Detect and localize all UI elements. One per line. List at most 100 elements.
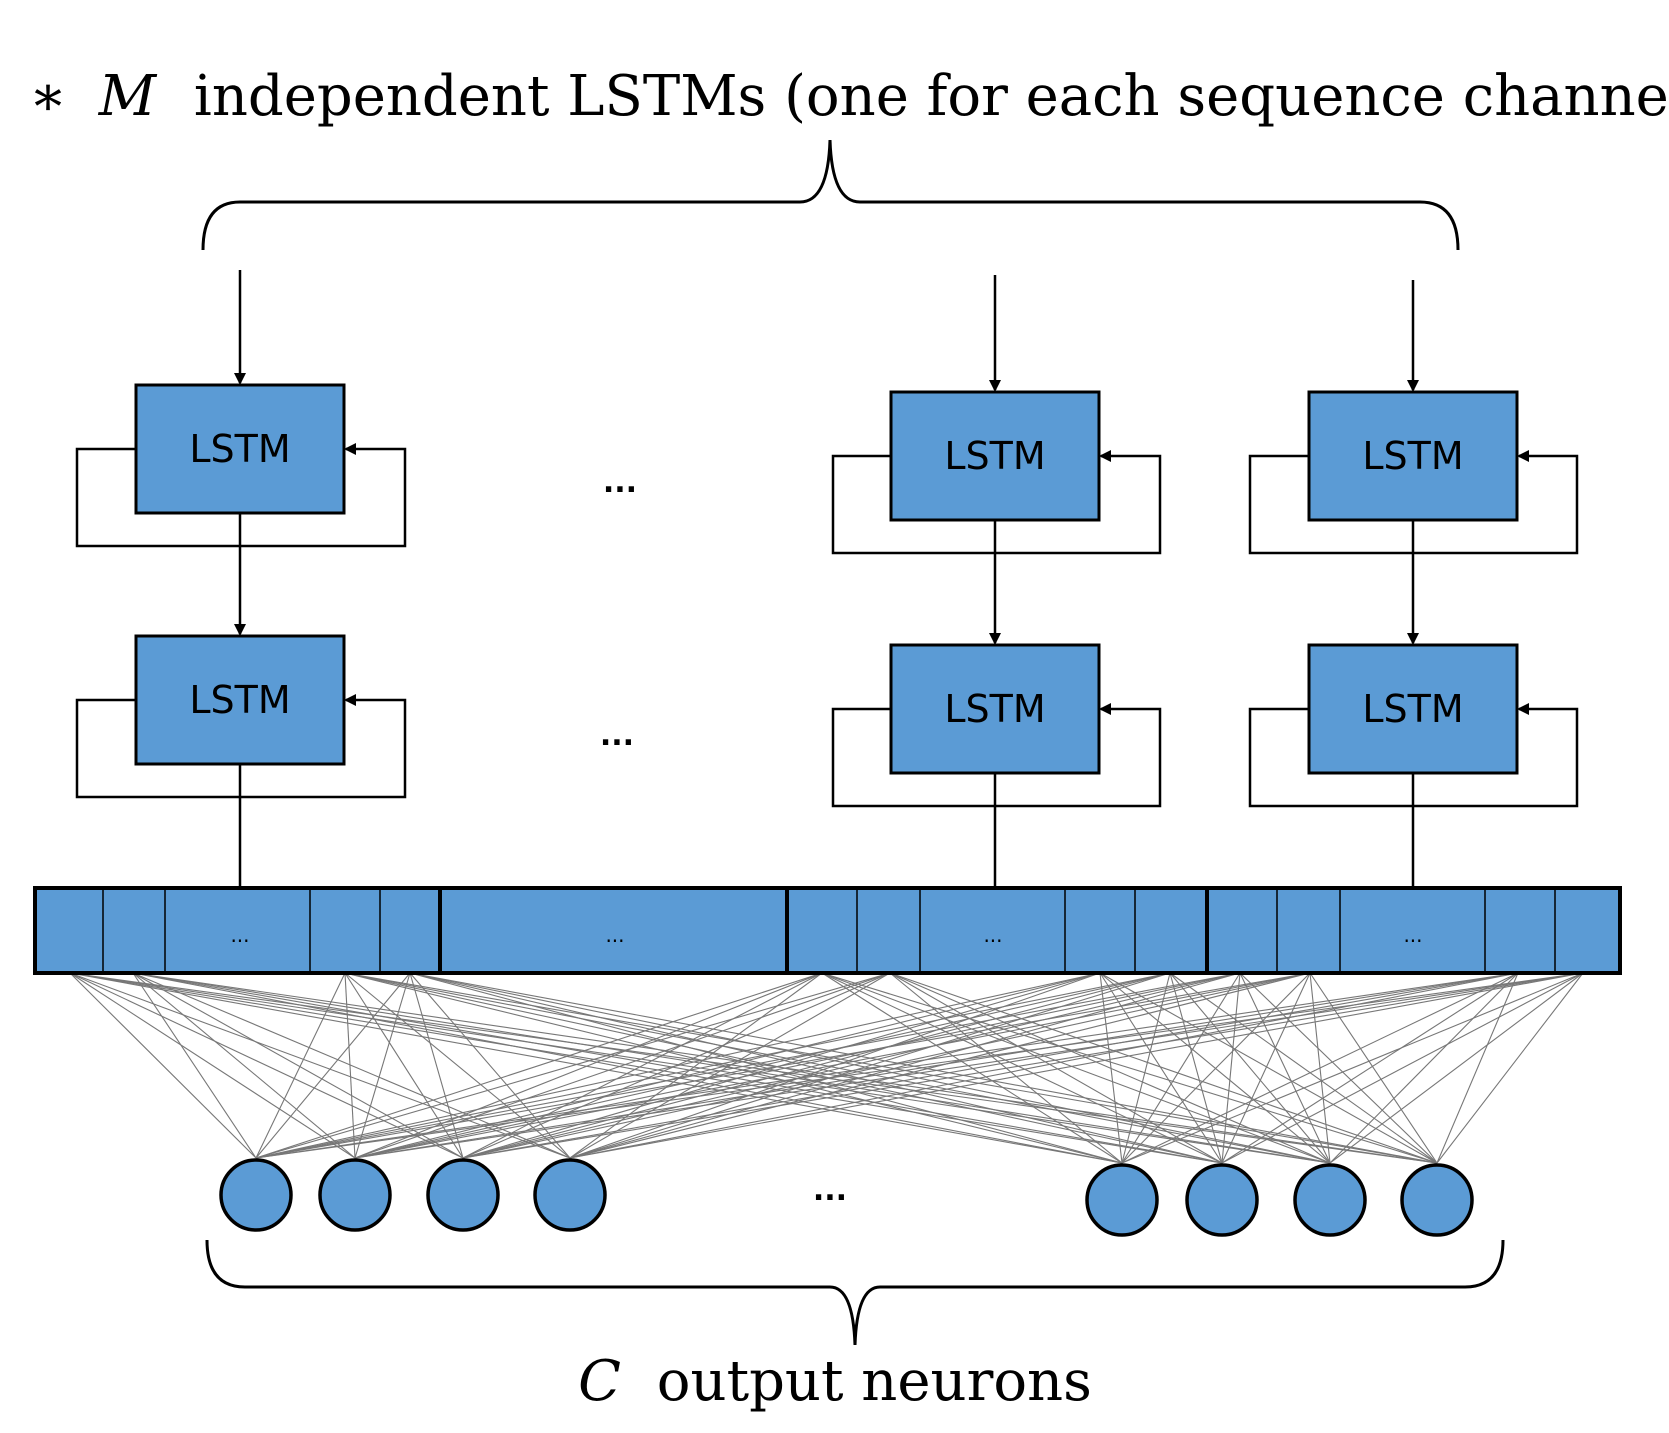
- bottom-brace: [205, 1239, 1505, 1346]
- connection-line: [1221, 972, 1241, 1164]
- connection-line: [1121, 972, 1171, 1164]
- connection-line: [1099, 972, 1223, 1164]
- lstm-box: LSTM: [134, 634, 346, 766]
- connection-line: [132, 972, 257, 1159]
- lstm-column-1: LSTM LSTM: [75, 270, 407, 888]
- connection-line: [354, 972, 1519, 1159]
- lstm-rect: [889, 390, 1101, 522]
- footer-variable: C: [578, 1349, 621, 1414]
- feature-bar-outline: [33, 886, 1622, 975]
- connection-line: [462, 972, 1584, 1159]
- output-neuron: [318, 1158, 392, 1232]
- connection-line: [255, 972, 1241, 1159]
- connection-line: [69, 972, 257, 1159]
- output-neurons: [219, 1158, 1474, 1237]
- connection-line: [569, 972, 823, 1159]
- connection-line: [889, 972, 1223, 1164]
- connection-line: [462, 972, 1519, 1159]
- connection-line: [1239, 972, 1438, 1164]
- connection-line: [344, 972, 571, 1159]
- top-brace: [201, 139, 1460, 251]
- cell-ellipsis: ...: [605, 923, 624, 947]
- connection-line: [354, 972, 891, 1159]
- connection-line: [462, 972, 1171, 1159]
- connection-line: [255, 972, 346, 1159]
- connection-line: [409, 972, 1223, 1164]
- cell-ellipsis: ...: [230, 923, 249, 947]
- lstm-label: LSTM: [189, 427, 290, 471]
- connection-line: [255, 972, 1519, 1159]
- dense-connections: [69, 972, 1584, 1164]
- connection-line: [1329, 972, 1519, 1164]
- lstm-box: LSTM: [134, 383, 346, 515]
- neurons-ellipsis: ...: [813, 1173, 847, 1208]
- footer-label: C output neurons: [578, 1349, 1092, 1414]
- connection-line: [354, 972, 1241, 1159]
- connection-line: [569, 972, 1241, 1159]
- lstm-box: LSTM: [1307, 643, 1519, 775]
- connection-line: [255, 972, 1101, 1159]
- connection-line: [132, 972, 1223, 1164]
- connection-line: [1121, 972, 1311, 1164]
- output-neuron: [533, 1158, 607, 1232]
- title-operator: ∗: [29, 64, 67, 129]
- connection-line: [821, 972, 1123, 1164]
- connection-line: [132, 972, 571, 1159]
- title-variable: M: [98, 64, 158, 129]
- output-neuron: [1185, 1163, 1259, 1237]
- recurrent-loop-arrow: [831, 450, 1162, 555]
- connection-line: [1329, 972, 1584, 1164]
- connection-line: [354, 972, 1584, 1159]
- connection-line: [1121, 972, 1241, 1164]
- lstm-box: LSTM: [889, 390, 1101, 522]
- connection-line: [1099, 972, 1123, 1164]
- connection-line: [569, 972, 1171, 1159]
- connection-line: [1436, 972, 1519, 1164]
- connection-line: [821, 972, 1438, 1164]
- connection-line: [1169, 972, 1438, 1164]
- lstm-label: LSTM: [189, 678, 290, 722]
- connection-line: [462, 972, 1241, 1159]
- lstm-rect: [134, 634, 346, 766]
- connection-line: [569, 972, 891, 1159]
- connection-line: [462, 972, 823, 1159]
- connection-line: [1436, 972, 1584, 1164]
- connection-line: [255, 972, 891, 1159]
- lstm-row2-ellipsis: ...: [600, 718, 634, 753]
- connection-line: [409, 972, 464, 1159]
- lstm-rect: [1307, 643, 1519, 775]
- connection-line: [1099, 972, 1438, 1164]
- connection-line: [354, 972, 1311, 1159]
- connection-line: [354, 972, 1171, 1159]
- connection-line: [132, 972, 356, 1159]
- connection-line: [1221, 972, 1584, 1164]
- connection-line: [821, 972, 1223, 1164]
- connection-line: [1169, 972, 1223, 1164]
- connection-line: [255, 972, 411, 1159]
- title-text: independent LSTMs (one for each sequence…: [194, 64, 1669, 129]
- lstm-rect: [889, 643, 1101, 775]
- connection-line: [1121, 972, 1519, 1164]
- output-neuron: [219, 1158, 293, 1232]
- output-neuron: [1400, 1163, 1474, 1237]
- connection-line: [1309, 972, 1438, 1164]
- connection-line: [255, 972, 1171, 1159]
- connection-line: [1239, 972, 1331, 1164]
- connection-line: [889, 972, 1438, 1164]
- output-neuron: [1085, 1163, 1159, 1237]
- lstm-column-2: LSTM LSTM: [831, 275, 1162, 888]
- lstm-label: LSTM: [944, 434, 1045, 478]
- connection-line: [409, 972, 571, 1159]
- connection-line: [344, 972, 356, 1159]
- connection-line: [1169, 972, 1331, 1164]
- output-neuron: [1293, 1163, 1367, 1237]
- lstm-rect: [134, 383, 346, 515]
- connection-line: [1221, 972, 1311, 1164]
- footer-text: output neurons: [657, 1349, 1092, 1414]
- connection-line: [1121, 972, 1584, 1164]
- connection-line: [354, 972, 411, 1159]
- lstm-label: LSTM: [944, 687, 1045, 731]
